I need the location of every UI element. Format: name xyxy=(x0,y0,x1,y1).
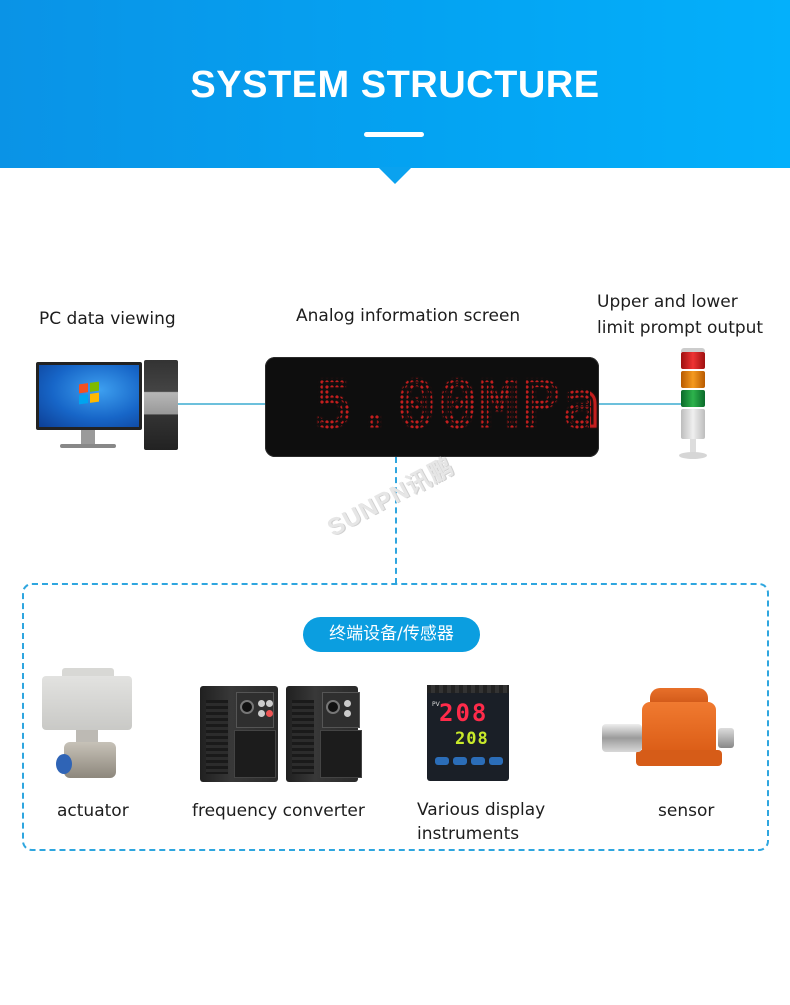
monitor xyxy=(36,362,142,430)
screen-to-alarm-connector xyxy=(598,403,682,405)
windows-logo-icon xyxy=(79,381,99,405)
watermark: SUNPN讯鹏 xyxy=(323,452,459,543)
screen-to-terminals-connector xyxy=(395,457,397,584)
device-label-instruments-line1: Various display xyxy=(417,800,546,820)
terminal-devices-group xyxy=(22,583,769,851)
analog-led-screen: 5.00MPa xyxy=(265,357,602,457)
electric-valve-actuator-icon xyxy=(40,666,136,784)
desktop-computer-icon xyxy=(36,360,178,452)
pc-label: PC data viewing xyxy=(39,309,176,329)
alarm-label-line1: Upper and lower xyxy=(597,292,738,312)
device-label-instruments-line2: instruments xyxy=(417,824,520,844)
led-display-value: 5.00MPa xyxy=(314,365,602,445)
instrument-pv-value: 208 xyxy=(439,699,489,727)
screen-label: Analog information screen xyxy=(296,306,521,326)
alarm-label-line2: limit prompt output xyxy=(597,318,764,338)
signal-tower-light-icon xyxy=(678,348,708,460)
terminal-group-title: 终端设备/传感器 xyxy=(303,617,480,652)
green-lamp xyxy=(681,390,705,407)
pc-tower xyxy=(144,360,178,450)
device-label-sensor: sensor xyxy=(658,801,715,821)
orange-lamp xyxy=(681,371,705,388)
device-label-actuator: actuator xyxy=(57,801,129,821)
header-banner: SYSTEM STRUCTURE xyxy=(0,0,790,168)
instrument-sv-value: 208 xyxy=(455,729,489,749)
device-label-frequency-converter: frequency converter xyxy=(192,801,365,821)
title-underline xyxy=(364,132,424,137)
pc-to-screen-connector xyxy=(178,403,266,405)
gas-sensor-icon xyxy=(600,688,738,780)
display-instrument-icon: PV 208 208 xyxy=(427,685,509,781)
page-title: SYSTEM STRUCTURE xyxy=(190,64,600,106)
red-lamp xyxy=(681,352,705,369)
banner-pointer xyxy=(378,167,412,184)
frequency-converter-icon xyxy=(200,686,362,786)
